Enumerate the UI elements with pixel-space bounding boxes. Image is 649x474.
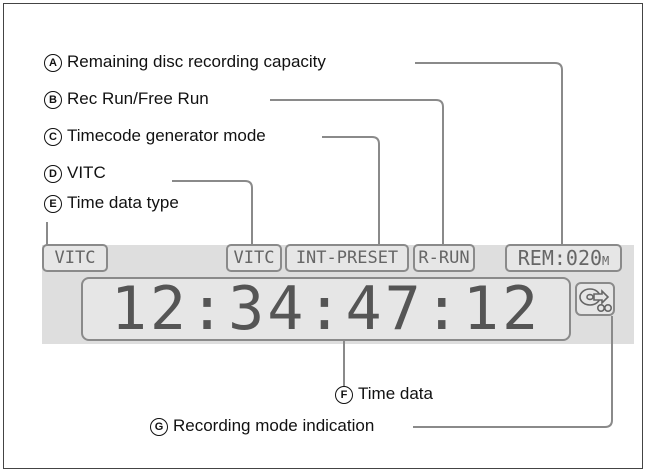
callout-time-data: F Time data [335, 384, 433, 404]
timecode-display: 12:34:47:12 [81, 277, 571, 341]
remaining-capacity-value: REM:020 [517, 246, 603, 270]
callout-text-a: Remaining disc recording capacity [67, 52, 326, 71]
callout-rec-run: B Rec Run/Free Run [44, 89, 209, 109]
time-data-type-indicator: VITC [42, 244, 108, 272]
remaining-capacity-unit: M [602, 254, 610, 268]
callout-letter-f: F [335, 386, 353, 404]
callout-text-g: Recording mode indication [173, 416, 375, 435]
callout-text-c: Timecode generator mode [67, 126, 266, 145]
callout-letter-c: C [44, 128, 62, 146]
callout-letter-d: D [44, 165, 62, 183]
callout-text-b: Rec Run/Free Run [67, 89, 209, 108]
leader-line-g [413, 316, 613, 428]
callout-tc-generator-mode: C Timecode generator mode [44, 126, 266, 146]
leader-line-a [415, 62, 563, 247]
callout-text-e: Time data type [67, 193, 179, 212]
callout-text-d: VITC [67, 163, 106, 182]
callout-letter-e: E [44, 195, 62, 213]
callout-recording-mode: G Recording mode indication [150, 416, 374, 436]
run-mode-indicator: R-RUN [413, 244, 475, 272]
remaining-capacity-indicator: REM:020M [505, 244, 622, 272]
callout-letter-a: A [44, 54, 62, 72]
callout-remaining-capacity: A Remaining disc recording capacity [44, 52, 326, 72]
vitc-indicator: VITC [226, 244, 282, 272]
callout-letter-g: G [150, 418, 168, 436]
callout-text-f: Time data [358, 384, 433, 403]
tc-generator-mode-indicator: INT-PRESET [285, 244, 409, 272]
recording-mode-indicator [575, 282, 615, 316]
leader-line-b [270, 99, 444, 247]
callout-time-data-type: E Time data type [44, 193, 179, 213]
leader-line-d [172, 180, 253, 247]
figure-frame [3, 3, 643, 469]
callout-letter-b: B [44, 91, 62, 109]
leader-line-c [322, 136, 380, 247]
disc-arrow-icon [579, 288, 612, 312]
callout-vitc: D VITC [44, 163, 106, 183]
